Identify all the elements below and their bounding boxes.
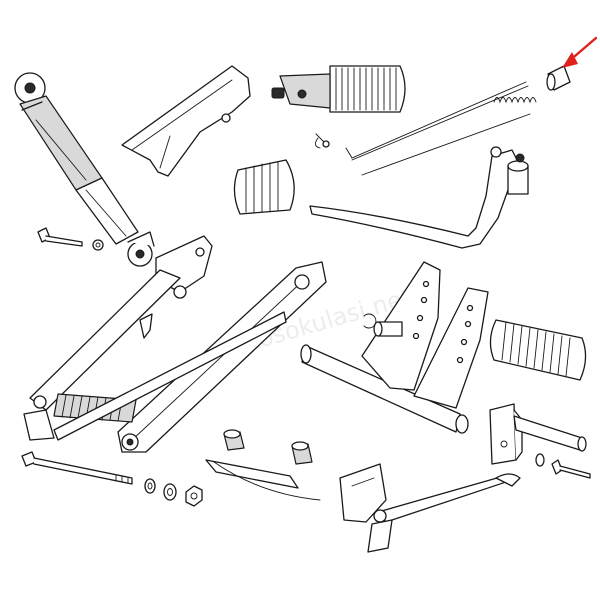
axle-bolt <box>21 451 133 485</box>
side-stand <box>339 463 521 553</box>
circlip <box>363 313 377 329</box>
swing-arm <box>23 235 327 453</box>
brake-pedal <box>309 146 529 249</box>
nuts <box>185 485 203 507</box>
spring <box>493 97 537 104</box>
pedal-bolt <box>551 459 591 479</box>
footrest-rubber <box>271 65 406 113</box>
cotter-pin <box>315 133 330 149</box>
spacer-bushings <box>205 429 321 501</box>
footrest-pad <box>233 159 295 215</box>
bushing <box>546 65 571 91</box>
highlight-arrow <box>562 36 598 68</box>
gearshift-lever <box>489 319 587 465</box>
shock-absorber <box>14 72 155 267</box>
washers <box>144 453 545 501</box>
footrest-bracket <box>300 261 489 434</box>
shock-mount-bolt <box>37 227 104 251</box>
chain-guard <box>121 65 251 177</box>
